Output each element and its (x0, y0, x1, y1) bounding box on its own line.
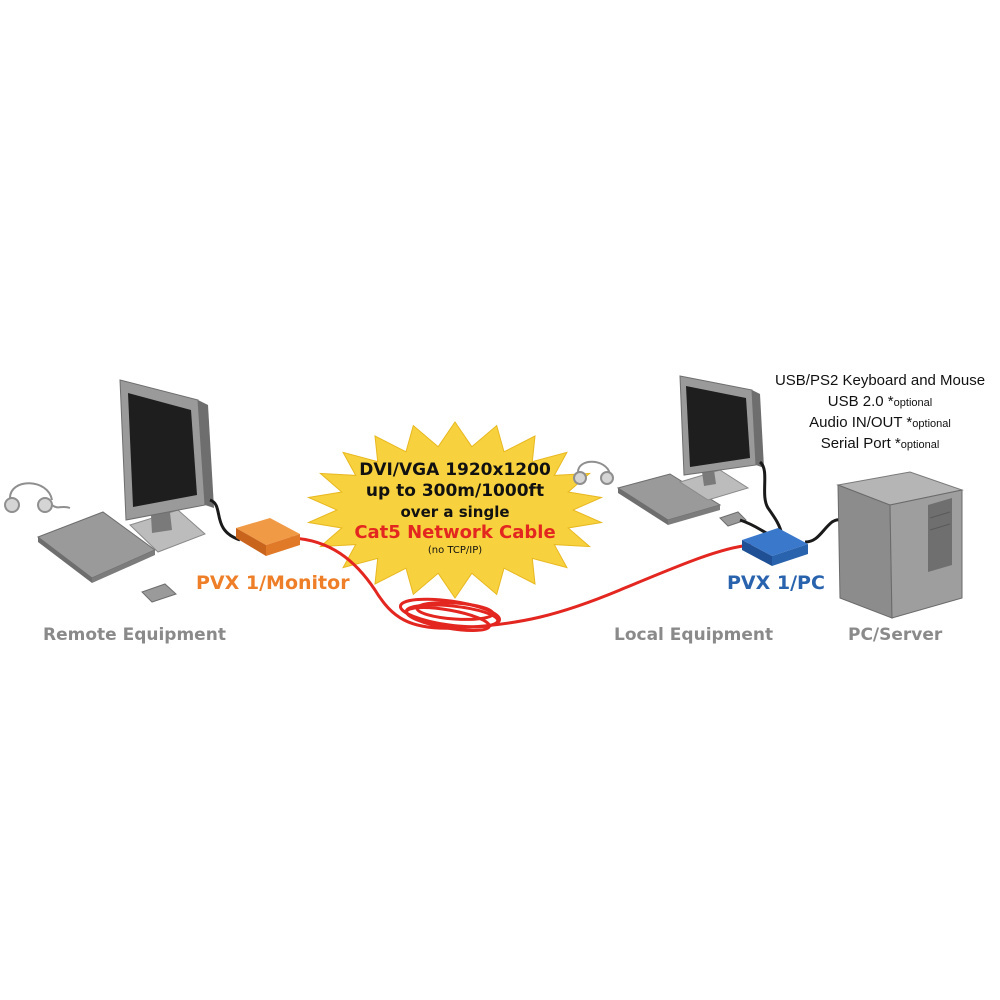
pvx-pc-label: PVX 1/PC (727, 572, 825, 594)
remote-headset-icon (4, 482, 71, 513)
cat5-cable (290, 536, 752, 632)
burst-line-resolution: DVI/VGA 1920x1200 (359, 460, 551, 480)
remote-monitor-cable (209, 498, 241, 542)
pvx-monitor-device (236, 518, 300, 556)
local-headset-icon (573, 460, 614, 485)
local-mouse-icon (719, 511, 747, 527)
local-monitor-icon (678, 375, 764, 501)
local-equipment-label: Local Equipment (614, 625, 774, 645)
feature-item: Audio IN/OUT *optional (809, 414, 951, 431)
burst-line-note: (no TCP/IP) (427, 545, 483, 556)
pc-server-tower-icon (836, 471, 964, 619)
local-black-cables (739, 460, 849, 544)
remote-mouse-icon (141, 583, 177, 603)
pvx-pc-device (742, 528, 808, 566)
remote-equipment-label: Remote Equipment (43, 625, 226, 645)
pc-server-label: PC/Server (848, 625, 943, 645)
burst-text: DVI/VGA 1920x1200 up to 300m/1000ft over… (335, 460, 575, 557)
remote-keyboard-icon (36, 511, 156, 583)
starburst-callout (306, 421, 604, 599)
burst-line-distance: up to 300m/1000ft (365, 481, 545, 501)
pvx-monitor-label: PVX 1/Monitor (196, 572, 350, 594)
local-keyboard-icon (616, 473, 722, 525)
burst-line-over: over a single (400, 503, 510, 521)
feature-item: USB 2.0 *optional (827, 393, 933, 410)
feature-list: USB/PS2 Keyboard and Mouse USB 2.0 *opti… (760, 371, 1000, 455)
burst-line-cable: Cat5 Network Cable (354, 522, 556, 543)
feature-item: USB/PS2 Keyboard and Mouse (774, 372, 986, 389)
remote-monitor-icon (119, 379, 214, 553)
feature-item: Serial Port *optional (820, 435, 940, 452)
